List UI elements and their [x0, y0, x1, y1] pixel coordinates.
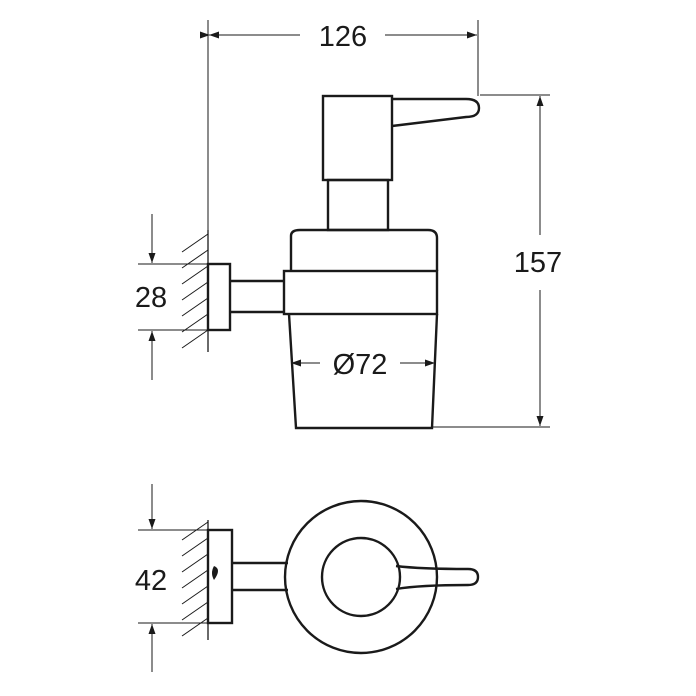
- flange-screw-mark: [212, 566, 218, 580]
- mount-height-dimension: 28: [135, 214, 208, 380]
- mount-width-label: 42: [135, 565, 167, 597]
- wall-flange-top-view: [206, 528, 234, 625]
- diameter-label: Ø72: [333, 349, 388, 381]
- front-view: 126 157 28 Ø72: [135, 20, 562, 430]
- holder-arm-top-view: [232, 561, 288, 592]
- glass-container: [287, 313, 439, 430]
- pump-lever-top-view: [395, 564, 480, 591]
- wall-flange: [206, 262, 232, 332]
- height-dimension: 157: [432, 94, 562, 428]
- pump-head: [321, 94, 394, 182]
- diameter-dimension: Ø72: [291, 349, 435, 381]
- mount-height-label: 28: [135, 282, 167, 314]
- wall-hatching-bottom: [181, 520, 209, 640]
- pump-cap: [289, 228, 439, 271]
- pump-head-top-view: [320, 536, 402, 618]
- mount-width-dimension: 42: [135, 484, 208, 672]
- holder-arm: [230, 279, 285, 314]
- width-dimension: 126: [200, 20, 479, 230]
- pump-stem: [326, 178, 390, 232]
- top-view: 42: [135, 484, 480, 672]
- holder-ring: [282, 269, 439, 316]
- height-label: 157: [514, 247, 562, 279]
- pump-lever: [391, 97, 481, 128]
- holder-ring-top-view: [283, 499, 439, 655]
- width-label: 126: [319, 21, 367, 53]
- wall-hatching-top: [181, 230, 209, 352]
